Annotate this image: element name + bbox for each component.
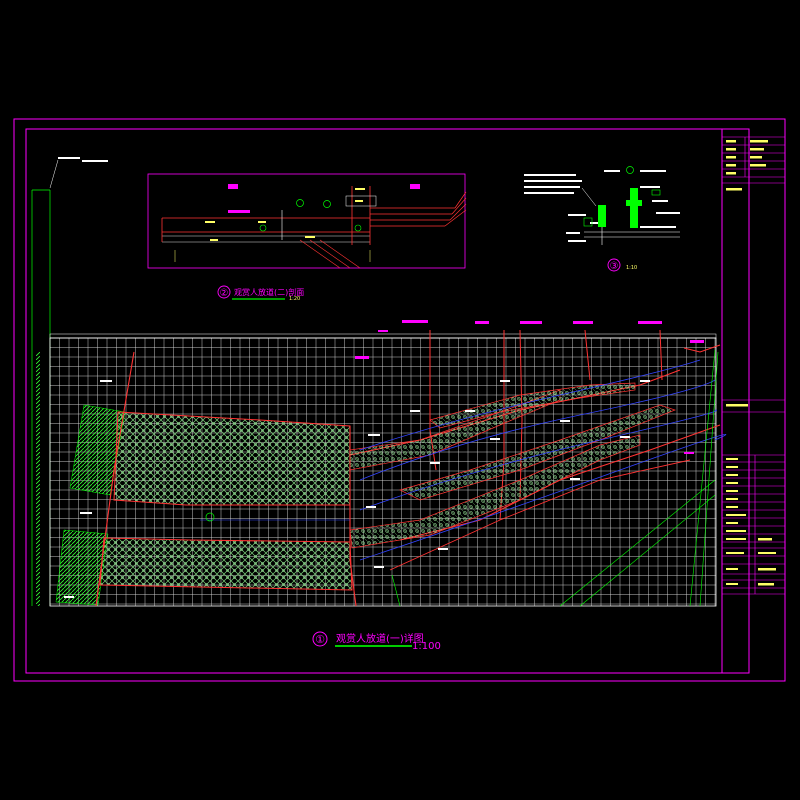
grid-coordinate-strip [49,333,717,339]
main-callout-circle [312,631,328,647]
detail-3-callout-circle [607,258,621,272]
inner-drawing-border [25,128,750,674]
main-title: 观赏人放道(一)详图 [336,632,424,645]
detail-3-drawing [524,166,680,245]
main-scale: 1:100 [412,641,441,652]
detail-3-callout: ③ [610,261,619,272]
section-2-drawing [147,173,467,269]
main-title-group: ① 观赏人放道(一)详图 1:100 [312,631,441,652]
section-2-scale: 1:20 [289,296,300,302]
main-callout: ① [315,633,325,646]
detail-3-title-group: ③ 1:10 [607,258,637,272]
title-block [722,136,785,595]
outer-sheet-border [13,118,786,682]
section-2-callout-circle [217,285,231,299]
main-plan [55,320,727,607]
section-2-title: 观赏人放道(二)剖面 [234,287,304,297]
section-2-callout: ② [220,288,229,299]
detail-3-scale: 1:10 [626,265,637,271]
section-2-title-group: ② 观赏人放道(二)剖面 1:20 [217,285,304,302]
